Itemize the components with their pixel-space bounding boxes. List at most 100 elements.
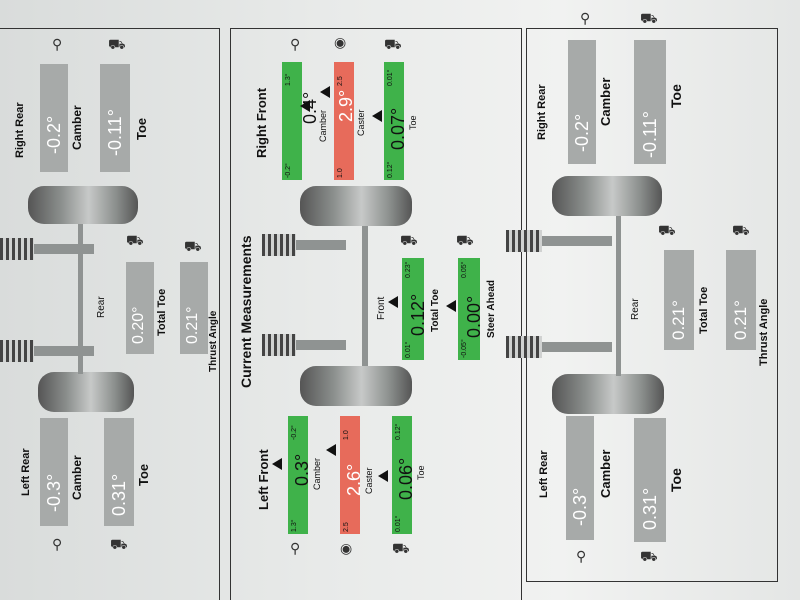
front-total-toe-value: 0.12° (408, 293, 428, 336)
lf-caster-gauge: 1.0 2.5 (340, 416, 360, 534)
caster-label: Caster (356, 109, 366, 136)
camber-label: Camber (70, 105, 84, 150)
total-toe-label: Total Toe (430, 289, 441, 332)
rear-label: Rear (630, 298, 641, 320)
toe-icon: ⛟ (110, 536, 128, 552)
lf-camber-gauge: -0.2° 1.3° (288, 416, 308, 534)
left-rear-panel (0, 28, 220, 600)
rear-right-tire (28, 186, 138, 224)
left-rear-label: Left Rear (538, 450, 550, 498)
steer-ahead-icon: ⛟ (456, 232, 474, 248)
spring (262, 234, 296, 256)
rr-toe-gauge: -0.11° (634, 40, 666, 164)
rr-camber-gauge: -0.2° (568, 40, 596, 164)
camber-icon: ⚲ (576, 548, 587, 564)
camber-label: Camber (70, 455, 84, 500)
rr-toe-gauge: -0.11° (100, 64, 130, 172)
value-pointer (372, 110, 382, 122)
rf-caster-value: 2.9° (336, 89, 356, 122)
toe-label: Toe (668, 468, 684, 492)
spring (506, 336, 542, 358)
right-rear-panel (526, 28, 778, 582)
lf-toe-gauge: 0.12° 0.01° (392, 416, 412, 534)
right-front-label: Right Front (254, 87, 269, 158)
axle-link (78, 224, 83, 374)
toe-label: Toe (408, 115, 418, 130)
total-toe-icon: ⛟ (658, 222, 676, 238)
camber-icon: ⚲ (290, 540, 301, 556)
rf-caster-gauge: 2.5 1.0 (334, 62, 354, 180)
camber-icon: ⚲ (52, 36, 63, 52)
toe-label: Toe (668, 84, 684, 108)
toe-icon: ⛟ (640, 548, 658, 564)
camber-icon: ⚲ (580, 10, 591, 26)
thrust-gauge: 0.21° (180, 262, 208, 354)
rr-camber-gauge: -0.2° (40, 64, 68, 172)
toe-label: Toe (136, 463, 151, 486)
rear-left-tire (552, 374, 664, 414)
right-rear-label: Right Rear (536, 84, 548, 140)
front-left-tire (300, 366, 412, 406)
camber-icon: ⚲ (52, 536, 63, 552)
tie-rod (362, 226, 368, 366)
spring (262, 334, 296, 356)
lr-toe-gauge: 0.31° (634, 418, 666, 542)
toe-icon: ⛟ (640, 10, 658, 26)
rear-right-tire (552, 176, 662, 216)
right-rear-label: Right Rear (14, 102, 26, 158)
camber-icon: ⚲ (290, 36, 301, 52)
rf-toe-gauge: 0.01° 0.12° (384, 62, 404, 180)
steer-ahead-value: 0.00° (464, 295, 484, 338)
left-front-label: Left Front (256, 449, 271, 510)
control-arm (34, 346, 94, 356)
caster-icon: ◉ (340, 540, 353, 556)
lr-camber-gauge: -0.3° (566, 416, 594, 540)
camber-label: Camber (598, 449, 613, 498)
front-label: Front (376, 296, 387, 320)
lr-camber-gauge: -0.3° (40, 418, 68, 526)
thrust-angle-label: Thrust Angle (208, 310, 219, 372)
lf-toe-value: 0.06° (396, 457, 416, 500)
total-toe-gauge: 0.21° (664, 250, 694, 350)
lr-toe-gauge: 0.31° (104, 418, 134, 526)
rf-camber-gauge: 1.3° -0.2° (282, 62, 302, 180)
total-toe-icon: ⛟ (126, 232, 144, 248)
lf-camber-value: 0.3° (292, 453, 312, 486)
panel-title: Current Measurements (238, 235, 254, 389)
camber-label: Camber (318, 109, 328, 142)
caster-label: Caster (364, 467, 374, 494)
value-pointer (446, 300, 456, 312)
toe-label: Toe (416, 465, 426, 480)
spring (506, 230, 542, 252)
axle-link (616, 216, 621, 376)
thrust-gauge: 0.21° (726, 250, 756, 350)
value-pointer (388, 296, 398, 308)
thrust-angle-label: Thrust Angle (758, 298, 770, 366)
value-pointer (300, 100, 310, 112)
control-arm (296, 240, 346, 250)
toe-icon: ⛟ (384, 36, 402, 52)
control-arm (34, 244, 94, 254)
total-toe-icon: ⛟ (400, 232, 418, 248)
toe-label: Toe (134, 117, 149, 140)
left-rear-label: Left Rear (20, 448, 32, 496)
current-measurements-panel (230, 28, 522, 600)
value-pointer (378, 470, 388, 482)
rear-left-tire (38, 372, 134, 412)
steer-ahead-label: Steer Ahead (486, 280, 497, 338)
value-pointer (326, 444, 336, 456)
value-pointer (320, 86, 330, 98)
toe-icon: ⛟ (108, 36, 126, 52)
control-arm (542, 342, 612, 352)
front-right-tire (300, 186, 412, 226)
steer-ahead-gauge: 0.05° -0.05° (458, 258, 480, 360)
total-toe-label: Total Toe (698, 286, 710, 334)
camber-label: Camber (598, 77, 613, 126)
spring (0, 340, 34, 362)
thrust-icon: ⛟ (184, 238, 202, 254)
total-toe-label: Total Toe (156, 288, 168, 336)
spring (0, 238, 34, 260)
control-arm (296, 340, 346, 350)
camber-label: Camber (312, 457, 322, 490)
